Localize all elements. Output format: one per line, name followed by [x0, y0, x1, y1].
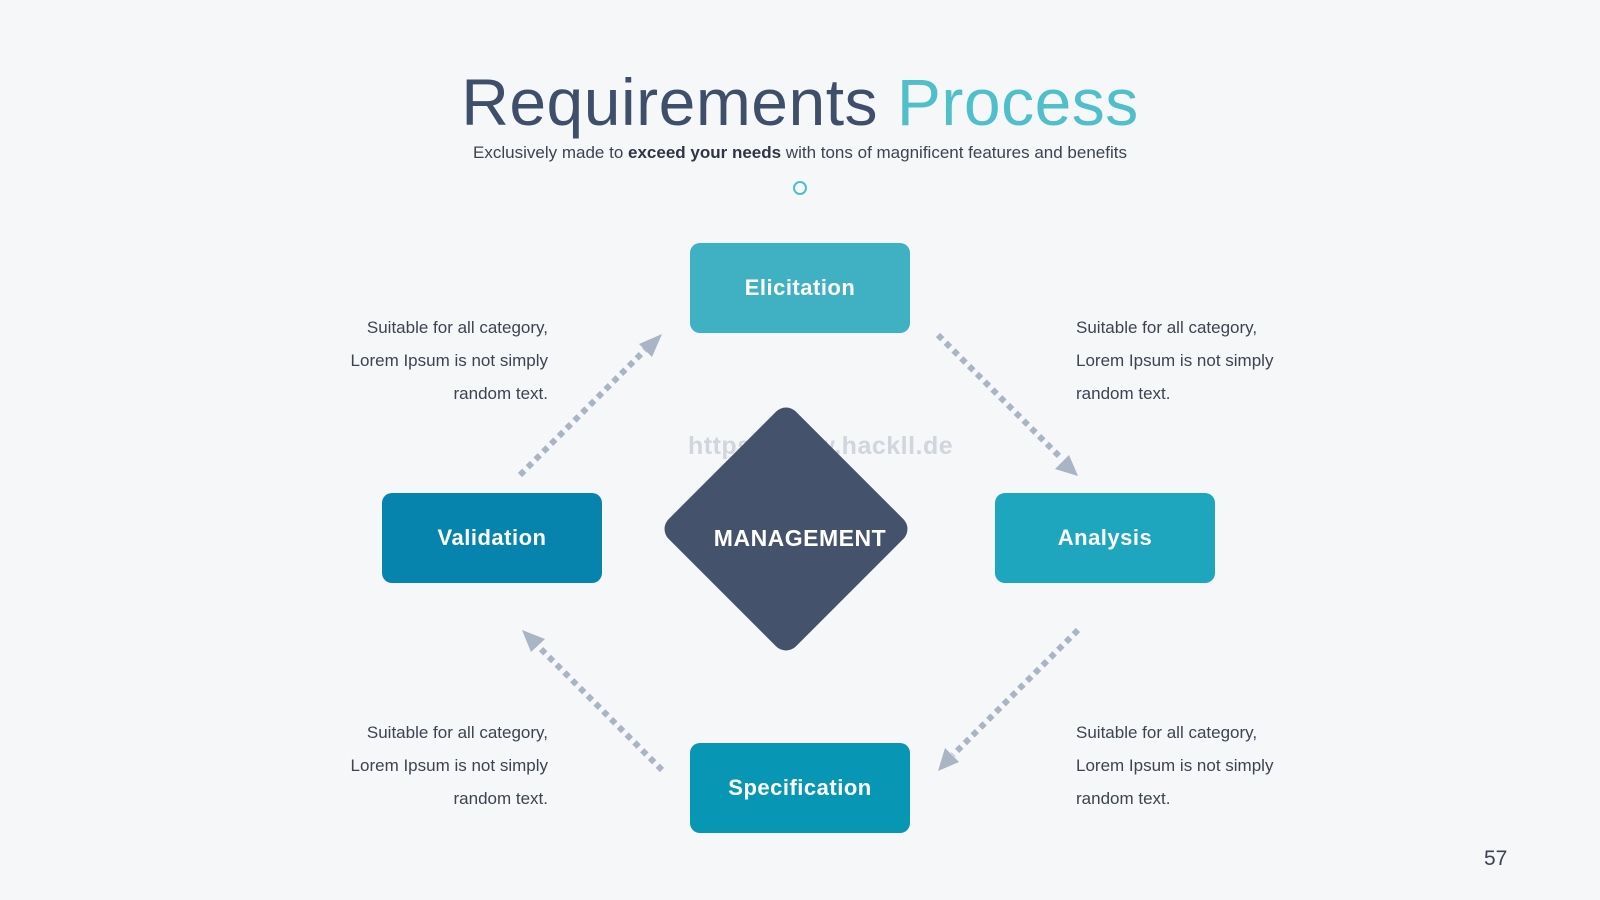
arrowhead-icon [938, 748, 959, 771]
stage-specification: Specification [690, 743, 910, 833]
note-line: Suitable for all category, [366, 318, 548, 337]
note-bottom-left: Suitable for all category, Lorem Ipsum i… [288, 716, 548, 815]
arrowhead-icon [522, 630, 545, 652]
note-line: random text. [1076, 384, 1171, 403]
title-part-2: Process [896, 65, 1139, 139]
note-bottom-right: Suitable for all category, Lorem Ipsum i… [1076, 716, 1336, 815]
arrow-elicitation-to-analysis [935, 332, 1065, 462]
arrow-analysis-to-specification [950, 627, 1081, 758]
note-line: Lorem Ipsum is not simply [1076, 756, 1274, 775]
stage-validation: Validation [382, 493, 602, 583]
note-line: random text. [453, 789, 549, 808]
subtitle-pre: Exclusively made to [473, 143, 628, 162]
management-label: MANAGEMENT [713, 525, 887, 551]
note-line: Lorem Ipsum is not simply [350, 351, 548, 370]
note-top-right: Suitable for all category, Lorem Ipsum i… [1076, 311, 1336, 410]
arrowhead-icon [639, 334, 662, 357]
stage-analysis: Analysis [995, 493, 1215, 583]
slide-title: Requirements Process [0, 62, 1600, 142]
note-line: random text. [453, 384, 549, 403]
page-number: 57 [1484, 847, 1508, 870]
slide-subtitle: Exclusively made to exceed your needs wi… [0, 143, 1600, 163]
note-line: Lorem Ipsum is not simply [1076, 351, 1274, 370]
note-line: Suitable for all category, [366, 723, 548, 742]
note-line: Lorem Ipsum is not simply [350, 756, 548, 775]
ring-icon [793, 181, 807, 195]
note-top-left: Suitable for all category, Lorem Ipsum i… [288, 311, 548, 410]
arrowhead-icon [1055, 455, 1078, 476]
note-line: Suitable for all category, [1076, 318, 1258, 337]
stage-elicitation: Elicitation [690, 243, 910, 333]
note-line: Suitable for all category, [1076, 723, 1258, 742]
note-line: random text. [1076, 789, 1171, 808]
title-part-1: Requirements [461, 65, 879, 139]
subtitle-post: with tons of magnificent features and be… [781, 143, 1127, 162]
arrow-validation-to-elicitation [517, 347, 648, 478]
subtitle-bold: exceed your needs [628, 143, 782, 162]
arrow-specification-to-validation [534, 642, 665, 773]
